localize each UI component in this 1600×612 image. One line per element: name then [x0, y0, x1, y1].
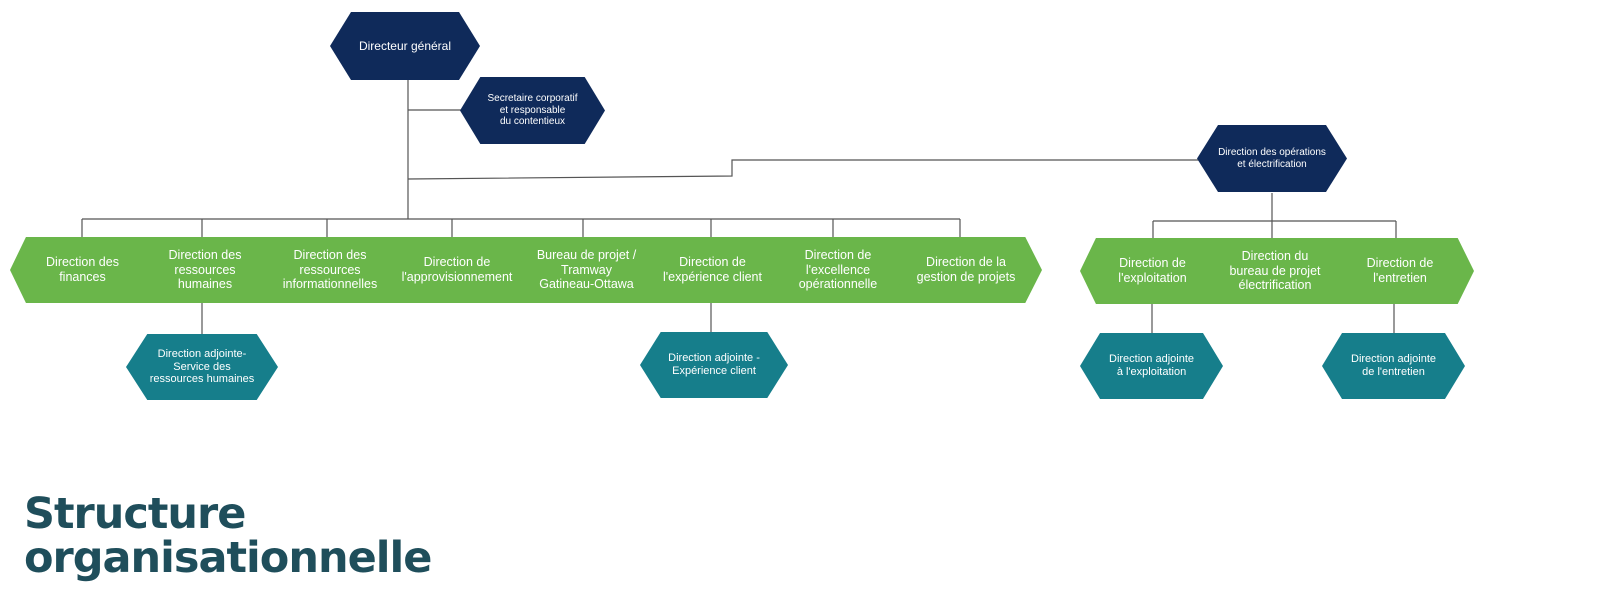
node-label: Direction de l'entretien [1366, 256, 1434, 285]
node-label: Direction adjointe- Service des ressourc… [149, 347, 255, 386]
node-direction-ressources-informationnelles: Direction des ressources informationnell… [255, 237, 405, 303]
node-direction-approvisionnement: Direction de l'approvisionnement [382, 237, 532, 303]
node-direction-ressources-humaines: Direction des ressources humaines [131, 237, 279, 303]
node-direction-entretien: Direction de l'entretien [1326, 238, 1474, 304]
node-bureau-projet-tramway: Bureau de projet / Tramway Gatineau-Otta… [509, 237, 664, 303]
node-direction-bureau-projet-electrification: Direction du bureau de projet électrific… [1200, 238, 1350, 304]
node-direction-finances: Direction des finances [10, 237, 155, 303]
node-direction-operations: Direction des opérations et électrificat… [1197, 125, 1347, 192]
node-adjointe-experience-client: Direction adjointe - Expérience client [640, 332, 788, 398]
node-adjointe-entretien: Direction adjointe de l'entretien [1322, 333, 1465, 399]
node-adjointe-exploitation: Direction adjointe à l'exploitation [1080, 333, 1223, 399]
node-direction-experience-client: Direction de l'expérience client [640, 237, 785, 303]
node-label: Direction adjointe - Expérience client [668, 352, 760, 377]
node-label: Direction de l'excellence opérationnelle [798, 247, 878, 292]
connector-drops [81, 219, 961, 238]
node-label: Direction de la gestion de projets [916, 255, 1016, 284]
node-label: Direction du bureau de projet électrific… [1229, 248, 1321, 293]
node-label: Direction des ressources informationnell… [282, 247, 378, 292]
node-label: Secretaire corporatif et responsable du … [487, 92, 578, 128]
node-label: Direction adjointe de l'entretien [1351, 353, 1436, 378]
node-direction-exploitation: Direction de l'exploitation [1080, 238, 1225, 304]
node-label: Direction des ressources humaines [168, 247, 242, 292]
connector-dg-operations [407, 159, 1212, 180]
page-title: Structure organisationnelle [24, 489, 432, 583]
node-label: Direction des finances [46, 255, 119, 284]
node-label: Direction des opérations et électrificat… [1218, 146, 1326, 170]
node-label: Directeur général [358, 38, 452, 53]
node-label: Bureau de projet / Tramway Gatineau-Otta… [536, 247, 637, 292]
node-secretaire-corporatif: Secretaire corporatif et responsable du … [460, 77, 605, 144]
connector-operations-drops [1152, 221, 1397, 239]
node-direction-gestion-projets: Direction de la gestion de projets [890, 237, 1042, 303]
node-label: Direction de l'approvisionnement [401, 255, 513, 284]
node-label: Direction adjointe à l'exploitation [1109, 353, 1194, 378]
node-label: Direction de l'expérience client [663, 255, 762, 284]
node-directeur-general: Directeur général [330, 12, 480, 80]
node-adjointe-ressources-humaines: Direction adjointe- Service des ressourc… [126, 334, 278, 400]
node-label: Direction de l'exploitation [1118, 256, 1187, 285]
node-direction-excellence-operationnelle: Direction de l'excellence opérationnelle [762, 237, 914, 303]
